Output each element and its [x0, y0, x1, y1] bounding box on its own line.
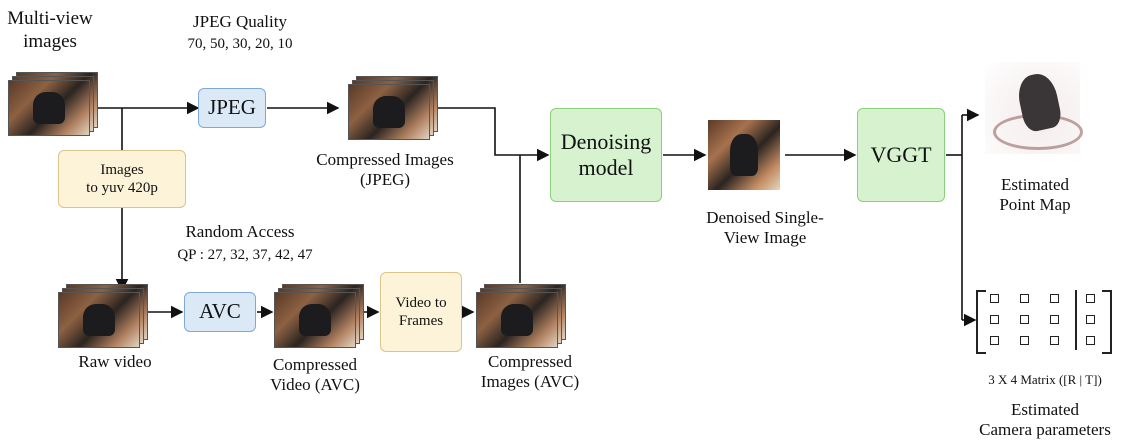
matrix-caption: 3 X 4 Matrix ([R | T]) [988, 372, 1102, 387]
avc-box: AVC [184, 292, 256, 332]
jpeg-quality-values: 70, 50, 30, 20, 10 [187, 36, 293, 52]
denoising-model-box: Denoising model [550, 108, 662, 202]
compressed-video-label: Compressed Video (AVC) [270, 355, 360, 395]
random-access-title: Random Access [185, 222, 295, 241]
point-map-label: Estimated Point Map [999, 175, 1071, 215]
compressed-jpeg-stack [348, 76, 438, 140]
raw-video-label: Raw video [78, 352, 152, 371]
compressed-avc-stack [476, 284, 566, 348]
vggt-box: VGGT [857, 108, 945, 202]
point-map-image [985, 62, 1083, 154]
multiview-images-label: Multi-view images [7, 8, 93, 52]
multiview-images-stack [8, 72, 98, 136]
images-to-yuv-box: Images to yuv 420p [58, 150, 186, 208]
jpeg-quality-title: JPEG Quality [193, 12, 287, 31]
camera-params-label: Estimated Camera parameters [979, 400, 1111, 440]
random-access-values: QP : 27, 32, 37, 42, 47 [177, 247, 313, 263]
compressed-jpeg-label: Compressed Images (JPEG) [316, 150, 454, 190]
compressed-avc-label: Compressed Images (AVC) [480, 352, 580, 392]
jpeg-box: JPEG [198, 88, 266, 128]
camera-matrix-icon [976, 290, 1116, 354]
compressed-video-stack [274, 284, 364, 348]
denoised-image [708, 120, 780, 190]
video-to-frames-box: Video to Frames [380, 272, 462, 352]
raw-video-stack [58, 284, 148, 348]
denoised-image-label: Denoised Single- View Image [706, 208, 824, 248]
